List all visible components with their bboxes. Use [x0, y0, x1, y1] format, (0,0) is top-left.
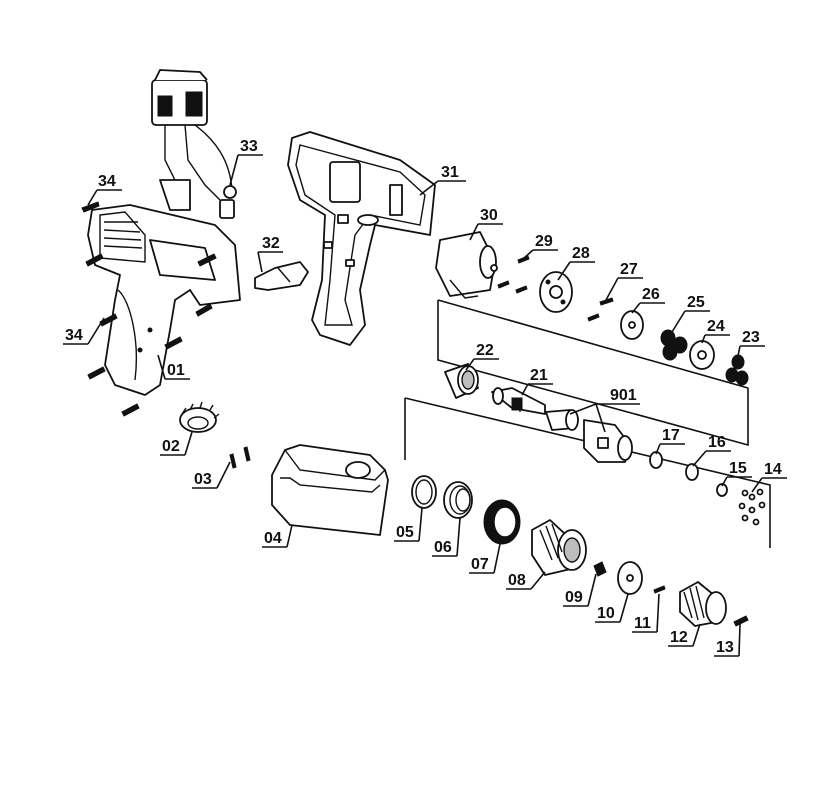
part-03-screws — [229, 446, 251, 469]
label-11: 11 — [634, 615, 651, 632]
part-14-balls — [738, 488, 766, 526]
label-24: 25 — [687, 294, 705, 311]
leader-lines — [63, 154, 787, 657]
label-16: 16 — [708, 434, 726, 451]
part-02-ring-gear — [179, 401, 220, 433]
part-13-screw — [733, 615, 749, 627]
label-26: 27 — [620, 261, 638, 278]
part-24-gears — [660, 329, 688, 361]
part-23-carrier — [689, 340, 715, 370]
label-12: 12 — [670, 629, 688, 646]
label-17: 17 — [662, 427, 680, 444]
part-11-screw — [653, 585, 666, 594]
part-01-left-housing — [87, 204, 241, 396]
part-labels: 34 33 31 30 32 29 28 27 26 25 24 23 22 2… — [65, 138, 782, 656]
part-04-battery — [271, 444, 389, 536]
label-29: 30 — [480, 207, 498, 224]
part-05-washer — [411, 475, 437, 509]
part-31-trigger — [254, 261, 309, 291]
assembly-frame-upper — [437, 299, 749, 447]
label-25: 26 — [642, 286, 660, 303]
assembly-frame-lower — [404, 397, 771, 548]
part-06-spring — [443, 481, 473, 519]
part-16-ring — [685, 463, 699, 481]
part-21-ring-gear — [444, 363, 479, 399]
part-07-ring — [483, 499, 521, 545]
label-01: 01 — [167, 362, 185, 379]
label-21: 22 — [476, 342, 494, 359]
label-31: 32 — [262, 235, 280, 252]
label-05: 05 — [396, 524, 414, 541]
label-30: 31 — [441, 164, 459, 181]
label-14: 14 — [764, 461, 782, 478]
label-34: 34 — [65, 327, 83, 344]
part-28-screws — [497, 255, 530, 294]
part-15-ring — [716, 483, 728, 497]
part-29-motor — [435, 231, 498, 299]
part-12-chuck — [679, 581, 727, 627]
part-27-plate — [539, 271, 573, 313]
label-33: 34 — [98, 173, 116, 190]
label-13: 13 — [716, 639, 734, 656]
part-17-ring — [649, 451, 663, 469]
label-20: 21 — [530, 367, 548, 384]
part-26-screws — [587, 297, 614, 322]
label-32: 33 — [240, 138, 258, 155]
label-04: 04 — [264, 530, 282, 547]
label-06: 06 — [434, 539, 452, 556]
label-10: 10 — [597, 605, 615, 622]
label-02: 02 — [162, 438, 180, 455]
label-22: 23 — [742, 329, 760, 346]
label-28: 29 — [535, 233, 553, 250]
label-03: 03 — [194, 471, 212, 488]
part-20-spindle — [491, 387, 546, 415]
part-32-switch — [151, 69, 237, 219]
label-08: 08 — [508, 572, 526, 589]
part-10-plate — [617, 561, 643, 595]
label-23: 24 — [707, 318, 725, 335]
part-22-gears — [725, 354, 749, 386]
label-09: 09 — [565, 589, 583, 606]
label-15: 15 — [729, 460, 747, 477]
part-30-right-housing — [287, 131, 436, 346]
label-901: 901 — [610, 387, 637, 404]
part-09-spring-clip — [593, 561, 607, 577]
label-27: 28 — [572, 245, 590, 262]
part-901-gearbox — [545, 409, 633, 463]
screws-left — [81, 201, 217, 417]
label-07: 07 — [471, 556, 489, 573]
part-25-washer — [620, 310, 644, 340]
part-08-torque-collar — [531, 519, 587, 576]
